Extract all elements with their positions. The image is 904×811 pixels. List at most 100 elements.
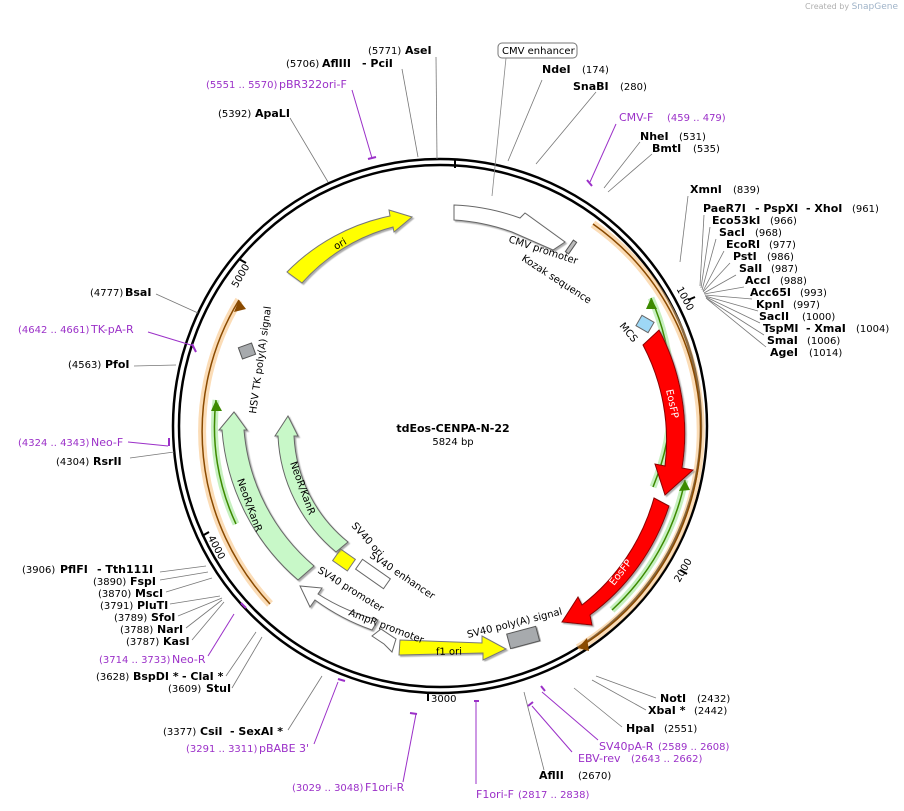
site-pos: (3787) (126, 637, 159, 648)
site-pos: (986) (767, 252, 794, 263)
site-pos: (5392) (218, 109, 251, 120)
site-acci: AccI (745, 274, 771, 287)
tick-5000 (238, 258, 247, 264)
cmv-enhancer-callout: CMV enhancer (491, 42, 578, 197)
primer-pos: (5551 .. 5570) (206, 80, 278, 91)
tick-label-3000: 3000 (431, 694, 456, 705)
site-pos: (3906) (22, 565, 55, 576)
site-pos: (4304) (56, 457, 89, 468)
site-pos: (977) (769, 240, 796, 251)
tick-label-2000: 2000 (673, 557, 695, 585)
primer-neo-f: Neo-F (91, 436, 123, 449)
site-bspdi: BspDI * (133, 670, 179, 683)
label-f1-ori: f1 ori (436, 647, 462, 658)
primer-f1ori-f: F1ori-F (476, 788, 514, 801)
plasmid-name: tdEos-CENPA-N-22 (396, 422, 509, 435)
site-pos: (3870) (98, 589, 131, 600)
primer-cmv-f: CMV-F (619, 111, 653, 124)
feature-shapes (217, 204, 695, 661)
primer-sv40pa-r: SV40pA-R (599, 740, 654, 753)
f1-ori-arrow (398, 635, 508, 661)
site-noti: NotI (660, 692, 686, 705)
primer-pos: (459 .. 479) (667, 113, 726, 124)
site-kpni: KpnI (756, 298, 784, 311)
site-pos: (535) (693, 144, 720, 155)
site-sfoi: SfoI (151, 611, 175, 624)
sv40-ori-box (331, 548, 357, 572)
site-sacii: SacII (759, 310, 789, 323)
sv40-promoter-arrow (299, 585, 379, 631)
site-clai: - ClaI * (182, 670, 224, 683)
site-sexai: - SexAI * (230, 725, 283, 738)
site-pos: (2551) (664, 724, 697, 735)
tick-2000 (679, 569, 688, 575)
primer-pos: (3714 .. 3733) (99, 655, 171, 666)
site-nari: NarI (157, 623, 183, 636)
site-tth111i: - Tth111I (97, 563, 153, 576)
site-snabi: SnaBI (573, 80, 609, 93)
site-psti: PstI (733, 250, 757, 263)
primer-pbr322ori-f: pBR322ori-F (279, 78, 347, 91)
site-pos: (3789) (114, 613, 147, 624)
site-pspxi: - PspXI (755, 202, 798, 215)
label-kozak: Kozak sequence (519, 253, 593, 306)
primers: (5551 .. 5570) pBR322ori-F CMV-F (459 ..… (18, 78, 730, 801)
site-pos: (987) (771, 264, 798, 275)
neor-outer-arrow (217, 411, 315, 581)
site-pos: (993) (800, 288, 827, 299)
site-pos: (280) (620, 82, 647, 93)
label-cmv-enhancer: CMV enhancer (502, 46, 576, 57)
site-asei: AseI (405, 44, 432, 57)
site-pos: (5771) (368, 46, 401, 57)
site-ndei: NdeI (542, 63, 571, 76)
primer-neo-r: Neo-R (172, 653, 206, 666)
site-apali: ApaLI (255, 107, 290, 120)
site-kasi: KasI (163, 635, 190, 648)
site-tspmi: TspMI (763, 322, 799, 335)
site-fspi: FspI (130, 575, 156, 588)
site-pos: (1004) (856, 324, 889, 335)
site-xmni: XmnI (690, 183, 722, 196)
site-pos: (2442) (694, 706, 727, 717)
kozak-box (564, 239, 578, 255)
restriction-sites: (5771) AseI (5706) AflIII - PciI NdeI (1… (22, 44, 889, 782)
primer-lines (127, 89, 617, 784)
primer-pos: (2589 .. 2608) (658, 742, 730, 753)
site-msci: MscI (135, 587, 163, 600)
site-pos: (3788) (120, 625, 153, 636)
site-pos: (2670) (578, 771, 611, 782)
site-agei: AgeI (770, 346, 798, 359)
site-pos: (839) (733, 185, 760, 196)
site-smai: SmaI (767, 334, 798, 347)
site-pos: (1000) (802, 312, 835, 323)
site-pos: (3791) (100, 601, 133, 612)
sv40-polya-box (506, 625, 541, 650)
label-sv40-ori: SV40 ori (349, 521, 385, 560)
site-eco53ki: Eco53kI (712, 214, 760, 227)
site-pos: (2432) (697, 694, 730, 705)
tick-4000 (201, 531, 210, 537)
primer-pos: (4642 .. 4661) (18, 325, 90, 336)
site-pos: (966) (770, 216, 797, 227)
primer-tk-pa-r: TK-pA-R (90, 323, 134, 336)
site-xbai: XbaI * (648, 704, 686, 717)
site-pos: (968) (755, 228, 782, 239)
eosfp-arrow-2 (561, 497, 670, 626)
site-bmti: BmtI (652, 142, 681, 155)
plasmid-size: 5824 bp (432, 437, 473, 448)
site-hpai: HpaI (626, 722, 655, 735)
site-afliii: AflIII (322, 57, 351, 70)
site-pos: (5706) (286, 59, 319, 70)
site-pos: (997) (793, 300, 820, 311)
sv40-enhancer-box (354, 558, 392, 590)
site-pos: (174) (582, 65, 609, 76)
ori-arrow (286, 209, 414, 284)
site-pos: (988) (780, 276, 807, 287)
label-mcs: MCS (617, 321, 640, 345)
site-pflfi: PflFI (60, 563, 88, 576)
tick-marks (201, 159, 696, 701)
neor-inner-arrow (274, 414, 349, 553)
credit-brand: SnapGene (851, 2, 898, 12)
primer-pbabe-3: pBABE 3' (259, 742, 309, 755)
